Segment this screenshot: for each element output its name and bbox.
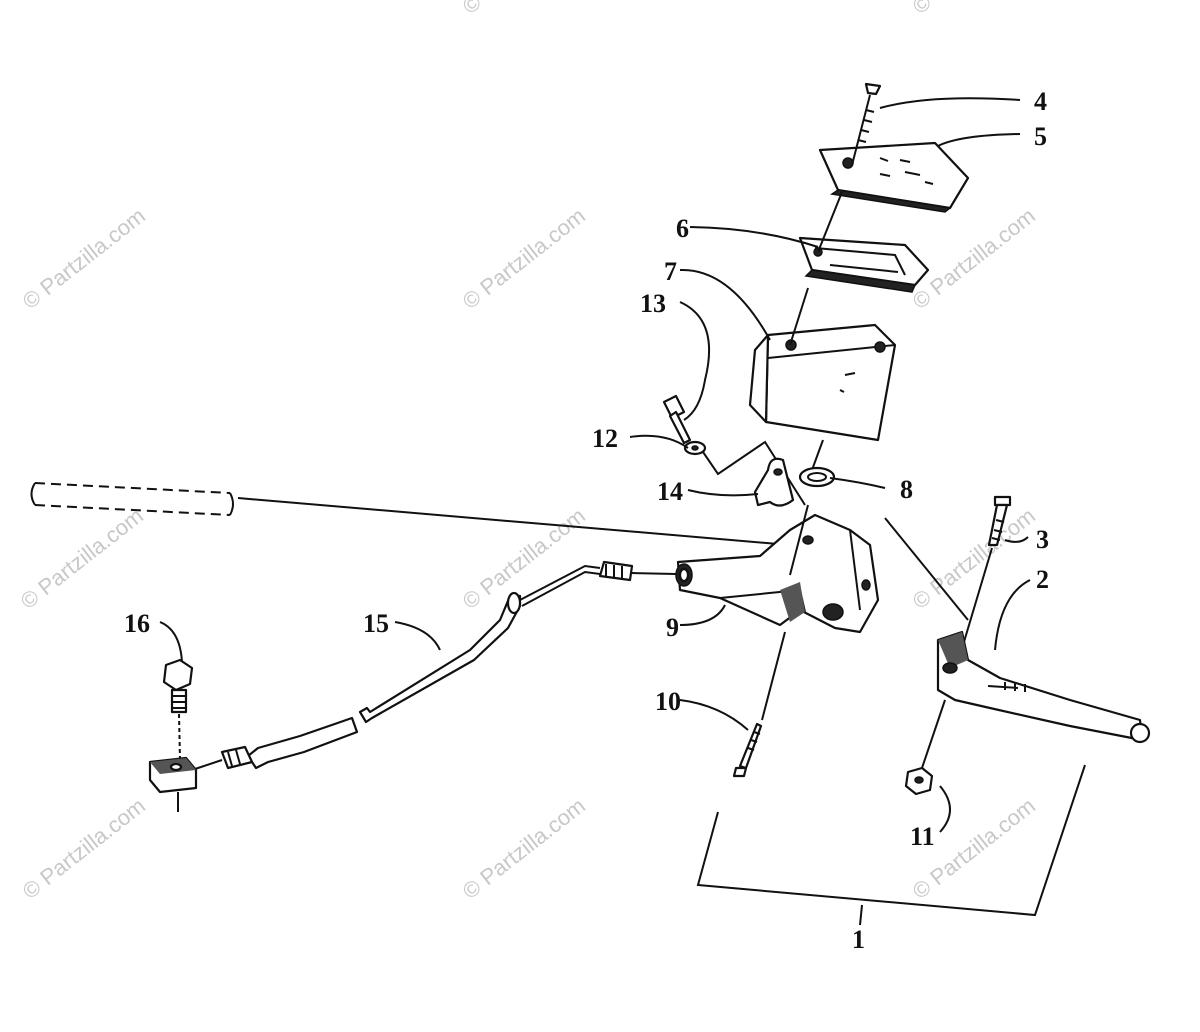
assembly-line [884,517,969,621]
watermark: © Partzilla.com [16,503,148,614]
part-label-1: 1 [852,925,865,954]
part-label-16: 16 [124,609,150,638]
assembly-line [789,504,809,576]
watermark: © Partzilla.com [458,0,590,19]
part-label-13: 13 [640,289,666,318]
part-reservoir [748,323,897,442]
part-label-4: 4 [1034,87,1047,116]
part-reservoir-cover [818,141,970,213]
part-label-15: 15 [363,609,389,638]
part-label-11: 11 [910,822,935,851]
part-label-3: 3 [1036,525,1049,554]
leader-lines [159,97,1031,926]
part-clamp-screw [662,394,692,445]
assembly-line [811,439,824,471]
part-lock-washer [683,440,707,456]
watermark: © Partzilla.com [908,0,1040,19]
watermark: © Partzilla.com [18,793,150,904]
part-brake-hose [191,560,677,771]
part-brake-lever [936,630,1151,744]
part-label-12: 12 [592,424,618,453]
part-label-14: 14 [657,477,683,506]
part-handlebar-clamp [753,457,795,507]
part-cable-block [148,756,198,812]
watermark: © Partzilla.com [908,503,1040,614]
part-label-9: 9 [666,613,679,642]
watermark: © Partzilla.com [458,793,590,904]
assembly-line [817,191,843,253]
part-gasket [798,236,930,293]
handlebar [30,482,791,546]
part-o-ring [798,466,836,488]
part-label-2: 2 [1036,565,1049,594]
part-cover-screw [851,82,882,166]
assembly-bracket [696,764,1086,917]
part-master-cylinder [675,513,880,634]
part-label-10: 10 [655,687,681,716]
assembly-line [789,287,809,346]
part-labels: 1 2 3 4 5 6 7 8 9 10 11 12 13 14 15 16 [124,87,1049,954]
part-label-8: 8 [900,475,913,504]
watermark: © Partzilla.com [908,203,1040,314]
part-label-6: 6 [676,214,689,243]
watermark: © Partzilla.com [458,203,590,314]
part-label-7: 7 [664,257,677,286]
watermark: © Partzilla.com [18,203,150,314]
part-bolt [162,658,194,761]
part-nut [904,699,946,796]
part-label-5: 5 [1034,122,1047,151]
part-screw [732,631,786,778]
